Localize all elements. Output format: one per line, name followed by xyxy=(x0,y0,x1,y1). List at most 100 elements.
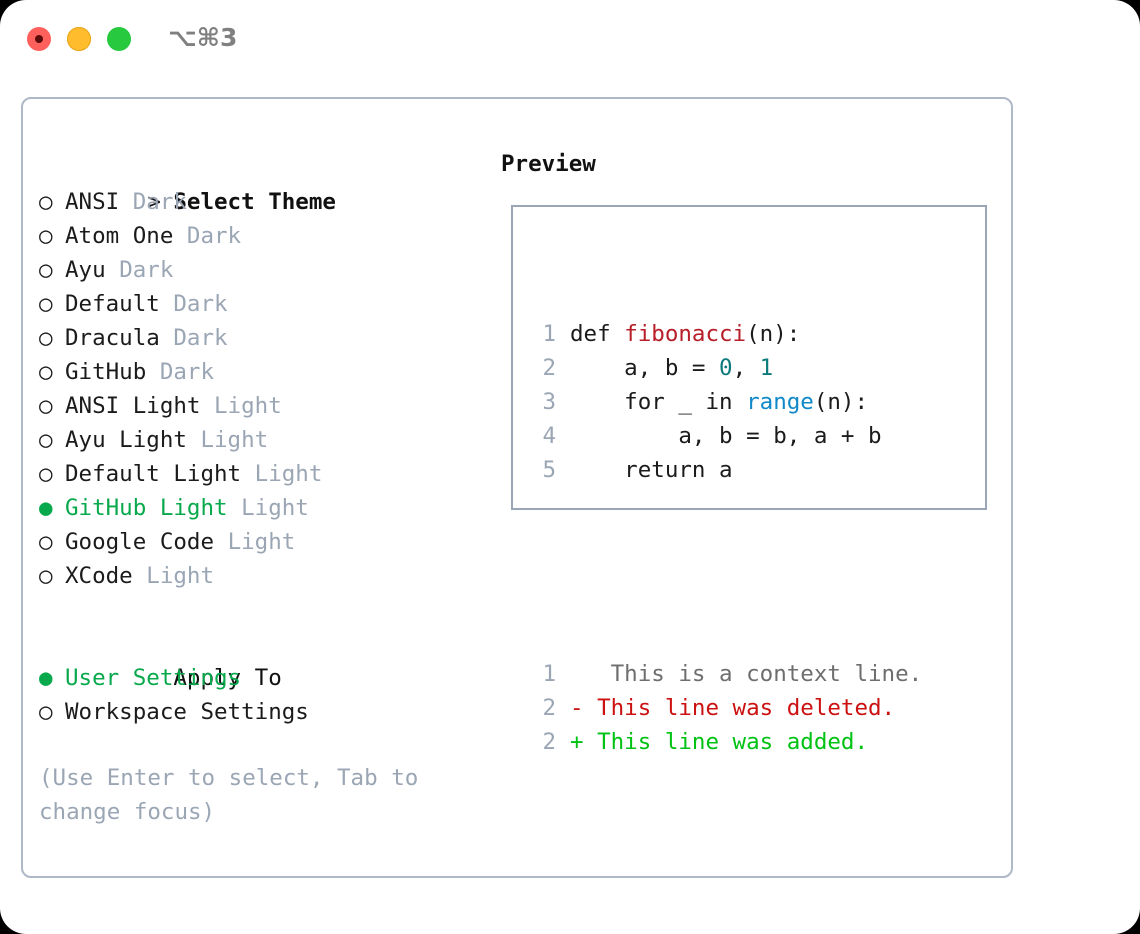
theme-option-github[interactable]: ○ GitHub Dark xyxy=(39,355,479,389)
theme-list-heading-label: Select Theme xyxy=(173,189,336,215)
code-token-plain: (n): xyxy=(813,389,869,415)
apply-to-heading: Apply To xyxy=(39,627,479,691)
label-tag-space xyxy=(133,563,147,589)
code-token-func: fibonacci xyxy=(624,321,747,347)
diff-sign: + xyxy=(570,729,584,755)
apply-to-option-workspace-settings[interactable]: ○Workspace Settings xyxy=(39,695,479,729)
theme-option-tag: Dark xyxy=(132,189,187,215)
theme-option-label: ANSI xyxy=(65,189,120,215)
diff-sign: - xyxy=(570,695,584,721)
theme-option-dracula[interactable]: ○Dracula Dark xyxy=(39,321,479,355)
theme-option-ayu[interactable]: ○ Ayu Dark xyxy=(39,253,479,287)
theme-option-ayu-light[interactable]: ○ Ayu Light Light xyxy=(39,423,479,457)
theme-option-default-light[interactable]: ○ Default Light Light xyxy=(39,457,479,491)
code-token-num: 0 xyxy=(719,355,733,381)
code-token-plain: def xyxy=(570,321,625,347)
preview-title: Preview xyxy=(501,151,596,177)
close-button[interactable] xyxy=(27,27,51,51)
keyboard-hint-text: (Use Enter to select, Tab to change focu… xyxy=(39,765,432,825)
theme-option-label: Default xyxy=(65,291,160,317)
theme-option-label: GitHub xyxy=(65,359,147,385)
theme-option-label: Google Code xyxy=(65,529,215,555)
label-tag-space xyxy=(214,529,228,555)
line-number: 2 xyxy=(542,695,556,721)
theme-option-tag: Light xyxy=(214,393,282,419)
line-number: 5 xyxy=(542,457,556,483)
line-number: 3 xyxy=(542,389,556,415)
radio-unselected-icon: ○ xyxy=(39,393,53,419)
theme-option-google-code[interactable]: ○Google Code Light xyxy=(39,525,479,559)
theme-option-tag: Light xyxy=(200,427,269,453)
theme-option-tag: Light xyxy=(146,563,215,589)
radio-unselected-icon: ○ xyxy=(39,427,53,453)
diff-text: This is a context line. xyxy=(583,661,923,687)
apply-to-option-user-settings[interactable]: ●User Settings xyxy=(39,661,479,695)
theme-option-label: XCode xyxy=(65,563,133,589)
diff-text: This line was deleted. xyxy=(583,695,896,721)
caret-icon: > xyxy=(147,189,161,215)
label-tag-space xyxy=(228,495,242,521)
diff-sign xyxy=(570,661,584,687)
theme-option-label: ANSI Light xyxy=(65,393,201,419)
theme-option-label: Atom One xyxy=(65,223,174,249)
diff-line-add: 2+ This line was added. xyxy=(530,725,922,759)
label-tag-space xyxy=(173,223,187,249)
theme-option-tag: Dark xyxy=(119,257,174,283)
line-number: 2 xyxy=(542,355,556,381)
code-line: 1 def fibonacci(n): xyxy=(530,317,922,351)
label-tag-space xyxy=(106,257,120,283)
diff-line-ctx: 1 This is a context line. xyxy=(530,657,922,691)
radio-unselected-icon: ○ xyxy=(39,291,53,317)
theme-option-ansi-light[interactable]: ○ ANSI Light Light xyxy=(39,389,479,423)
maximize-button[interactable] xyxy=(107,27,131,51)
apply-to-option-label: User Settings xyxy=(65,665,242,691)
code-token-plain: return a xyxy=(570,457,733,483)
code-line: 2 a, b = 0, 1 xyxy=(530,351,922,385)
theme-option-label: Default Light xyxy=(65,461,242,487)
diff-line-del: 2- This line was deleted. xyxy=(530,691,922,725)
line-number: 4 xyxy=(542,423,556,449)
line-number: 1 xyxy=(542,661,556,687)
theme-option-tag: Light xyxy=(254,461,323,487)
radio-unselected-icon: ○ xyxy=(39,699,53,725)
code-line: 3 for _ in range(n): xyxy=(530,385,922,419)
apply-to-heading-label: Apply To xyxy=(173,665,282,691)
theme-option-tag: Dark xyxy=(173,291,228,317)
label-tag-space xyxy=(160,325,174,351)
diff-lines: 1 This is a context line.2- This line wa… xyxy=(530,657,922,759)
theme-selection-column: >Select Theme ○ANSI Dark○Atom One Dark○A… xyxy=(39,151,479,729)
theme-option-label: Ayu xyxy=(65,257,106,283)
label-tag-space xyxy=(160,291,174,317)
code-token-builtin: range xyxy=(746,389,814,415)
theme-option-tag: Dark xyxy=(159,359,215,385)
theme-option-tag: Dark xyxy=(173,325,228,351)
radio-unselected-icon: ○ xyxy=(39,189,53,215)
label-tag-space xyxy=(119,189,133,215)
code-token-plain: for _ in xyxy=(570,389,747,415)
theme-option-atom-one[interactable]: ○Atom One Dark xyxy=(39,219,479,253)
code-token-plain: a, b = b, a + b xyxy=(570,423,882,449)
code-token-plain: (n): xyxy=(746,321,801,347)
theme-option-ansi[interactable]: ○ ANSI Dark xyxy=(39,185,479,219)
theme-option-tag: Light xyxy=(241,495,309,521)
code-diff-spacer xyxy=(530,555,922,589)
theme-option-github-light[interactable]: ●GitHub Light Light xyxy=(39,491,479,525)
theme-option-label: Dracula xyxy=(65,325,160,351)
main-panel: >Select Theme ○ANSI Dark○Atom One Dark○A… xyxy=(21,97,1013,878)
theme-list-heading: > Select Theme xyxy=(39,151,479,215)
minimize-button[interactable] xyxy=(67,27,91,51)
radio-unselected-icon: ○ xyxy=(39,359,53,385)
radio-unselected-icon: ○ xyxy=(39,461,53,487)
theme-option-xcode[interactable]: ○XCode Light xyxy=(39,559,479,593)
diff-text: This line was added. xyxy=(583,729,869,755)
theme-option-tag: Light xyxy=(227,529,296,555)
line-number: 1 xyxy=(542,321,556,347)
title-bar: ⌥⌘3 xyxy=(0,0,1140,78)
theme-option-label: Ayu Light xyxy=(65,427,187,453)
theme-option-default[interactable]: ○ Default Dark xyxy=(39,287,479,321)
radio-selected-icon: ● xyxy=(39,495,53,521)
keyboard-shortcut-label: ⌥⌘3 xyxy=(168,23,238,52)
label-tag-space xyxy=(200,393,214,419)
radio-unselected-icon: ○ xyxy=(39,257,53,283)
